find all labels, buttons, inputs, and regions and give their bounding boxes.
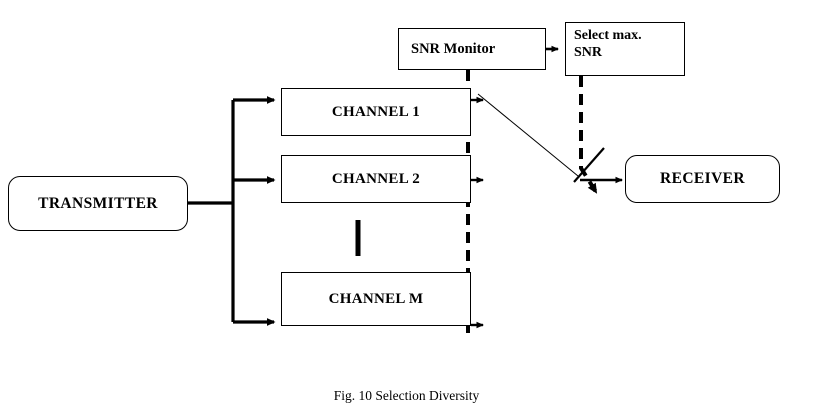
transmitter-output-bus <box>188 100 235 322</box>
node-transmitter[interactable]: TRANSMITTER <box>8 176 188 231</box>
node-channel-2-label: CHANNEL 2 <box>331 170 421 187</box>
node-channel-1-label: CHANNEL 1 <box>331 103 421 120</box>
node-select-max-snr-line2: SNR <box>574 45 603 61</box>
node-channel-m-label: CHANNEL M <box>328 290 424 307</box>
node-snr-monitor-label: SNR Monitor <box>411 40 496 57</box>
node-channel-m[interactable]: CHANNEL M <box>281 272 471 326</box>
node-select-max-snr-label: Select max. SNR <box>574 27 642 61</box>
switch-arm <box>573 147 605 183</box>
node-channel-1[interactable]: CHANNEL 1 <box>281 88 471 136</box>
node-receiver[interactable]: RECEIVER <box>625 155 780 203</box>
node-transmitter-label: TRANSMITTER <box>38 194 158 212</box>
node-receiver-label: RECEIVER <box>659 170 746 187</box>
node-select-max-snr-line1: Select max. <box>574 28 642 43</box>
node-snr-monitor[interactable]: SNR Monitor <box>398 28 546 70</box>
edge-channel1-tap-to-switch <box>477 93 579 177</box>
figure-caption: Fig. 10 Selection Diversity <box>333 388 480 403</box>
node-channel-2[interactable]: CHANNEL 2 <box>281 155 471 203</box>
edge-selectmax-switch-dashed <box>579 76 598 194</box>
node-select-max-snr[interactable]: Select max. SNR <box>565 22 685 76</box>
